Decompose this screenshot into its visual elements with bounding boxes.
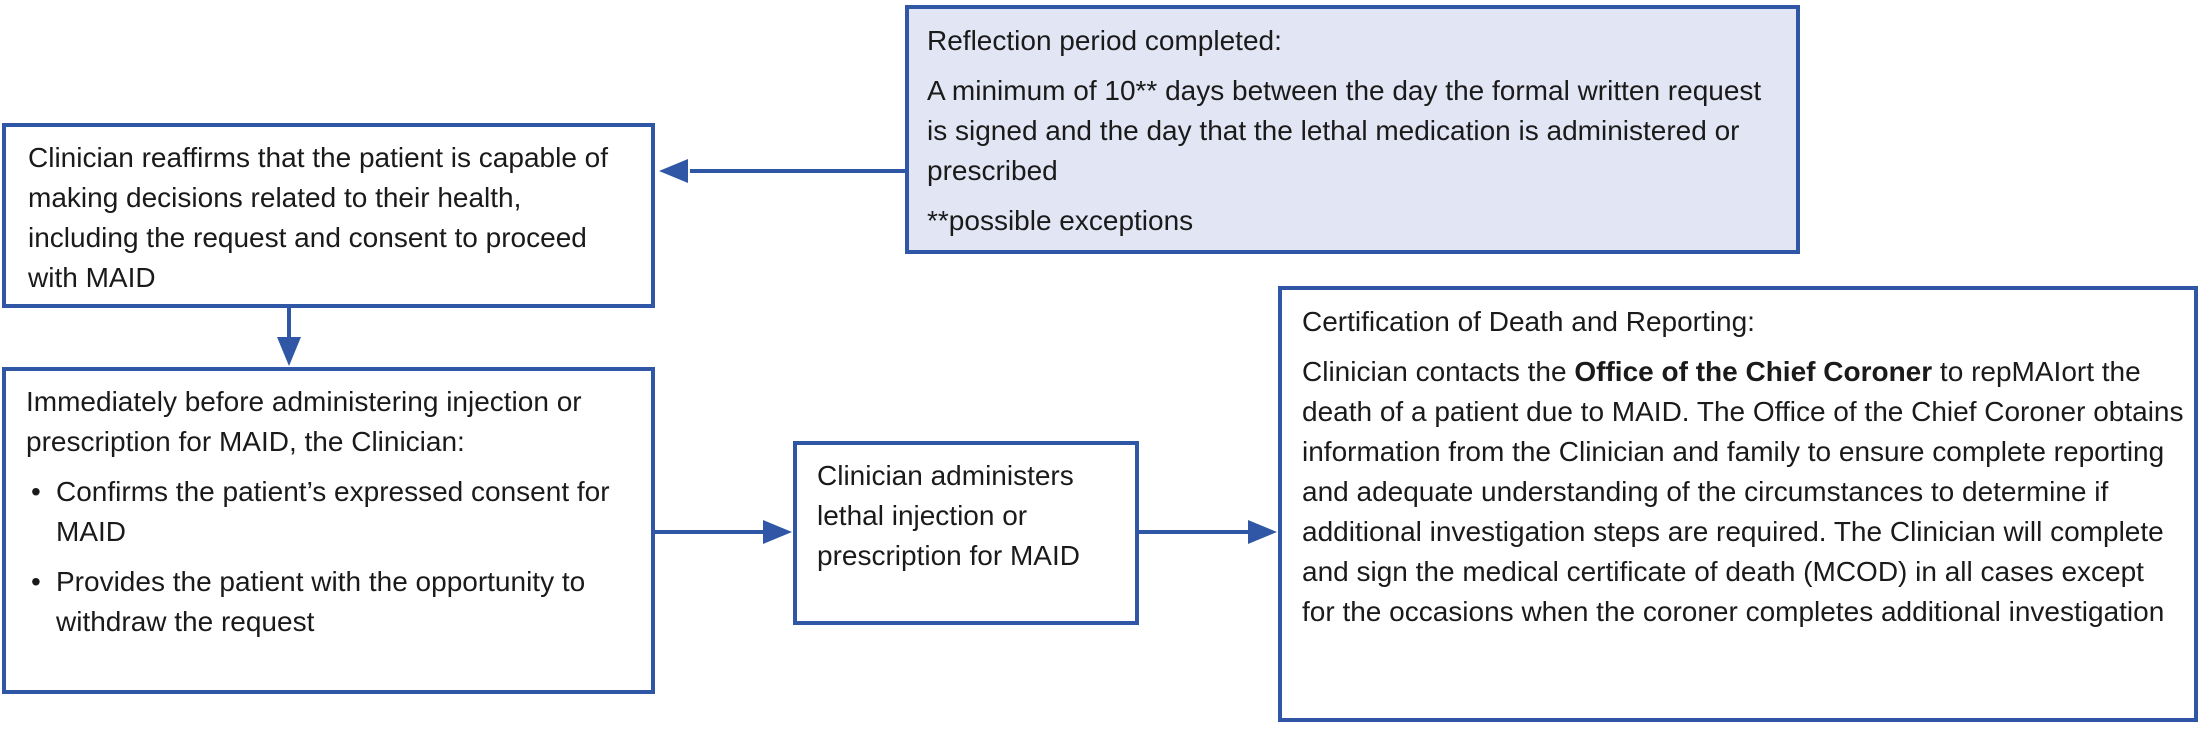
bullet-text: Confirms the patient’s expressed consent…: [56, 476, 610, 547]
certification-box: Certification of Death and Reporting: Cl…: [1278, 286, 2198, 722]
chief-coroner-office-name: Office of the Chief Coroner: [1574, 356, 1933, 387]
arrowhead-right-icon: [763, 520, 792, 544]
reaffirm-text: Clinician reaffirms that the patient is …: [28, 142, 609, 293]
list-item: • Provides the patient with the opportun…: [26, 562, 637, 642]
reflection-heading: Reflection period completed:: [927, 25, 1282, 56]
reaffirm-capacity-box: Clinician reaffirms that the patient is …: [2, 123, 655, 308]
bullet-icon: •: [31, 566, 41, 597]
certification-heading: Certification of Death and Reporting:: [1302, 306, 1755, 337]
reflection-period-box: Reflection period completed: A minimum o…: [905, 5, 1800, 254]
bullet-text: Provides the patient with the opportunit…: [56, 566, 586, 637]
arrowhead-left-icon: [659, 159, 688, 183]
administers-text: Clinician administers lethal injection o…: [817, 460, 1080, 571]
arrowhead-down-icon: [277, 337, 301, 366]
arrowhead-right-icon: [1248, 520, 1277, 544]
immediately-before-box: Immediately before administering injecti…: [2, 367, 655, 694]
certification-body: Clinician contacts the Office of the Chi…: [1302, 352, 2184, 632]
certification-body-before: Clinician contacts the: [1302, 356, 1575, 387]
reflection-footnote: **possible exceptions: [927, 205, 1194, 236]
immediate-intro: Immediately before administering injecti…: [26, 386, 582, 457]
confirmation-list: • Confirms the patient’s expressed conse…: [26, 472, 637, 642]
clinician-administers-box: Clinician administers lethal injection o…: [793, 441, 1139, 625]
certification-body-after: to repMAIort the death of a patient due …: [1302, 356, 2184, 627]
bullet-icon: •: [31, 476, 41, 507]
reflection-body: A minimum of 10** days between the day t…: [927, 75, 1762, 186]
list-item: • Confirms the patient’s expressed conse…: [26, 472, 637, 552]
